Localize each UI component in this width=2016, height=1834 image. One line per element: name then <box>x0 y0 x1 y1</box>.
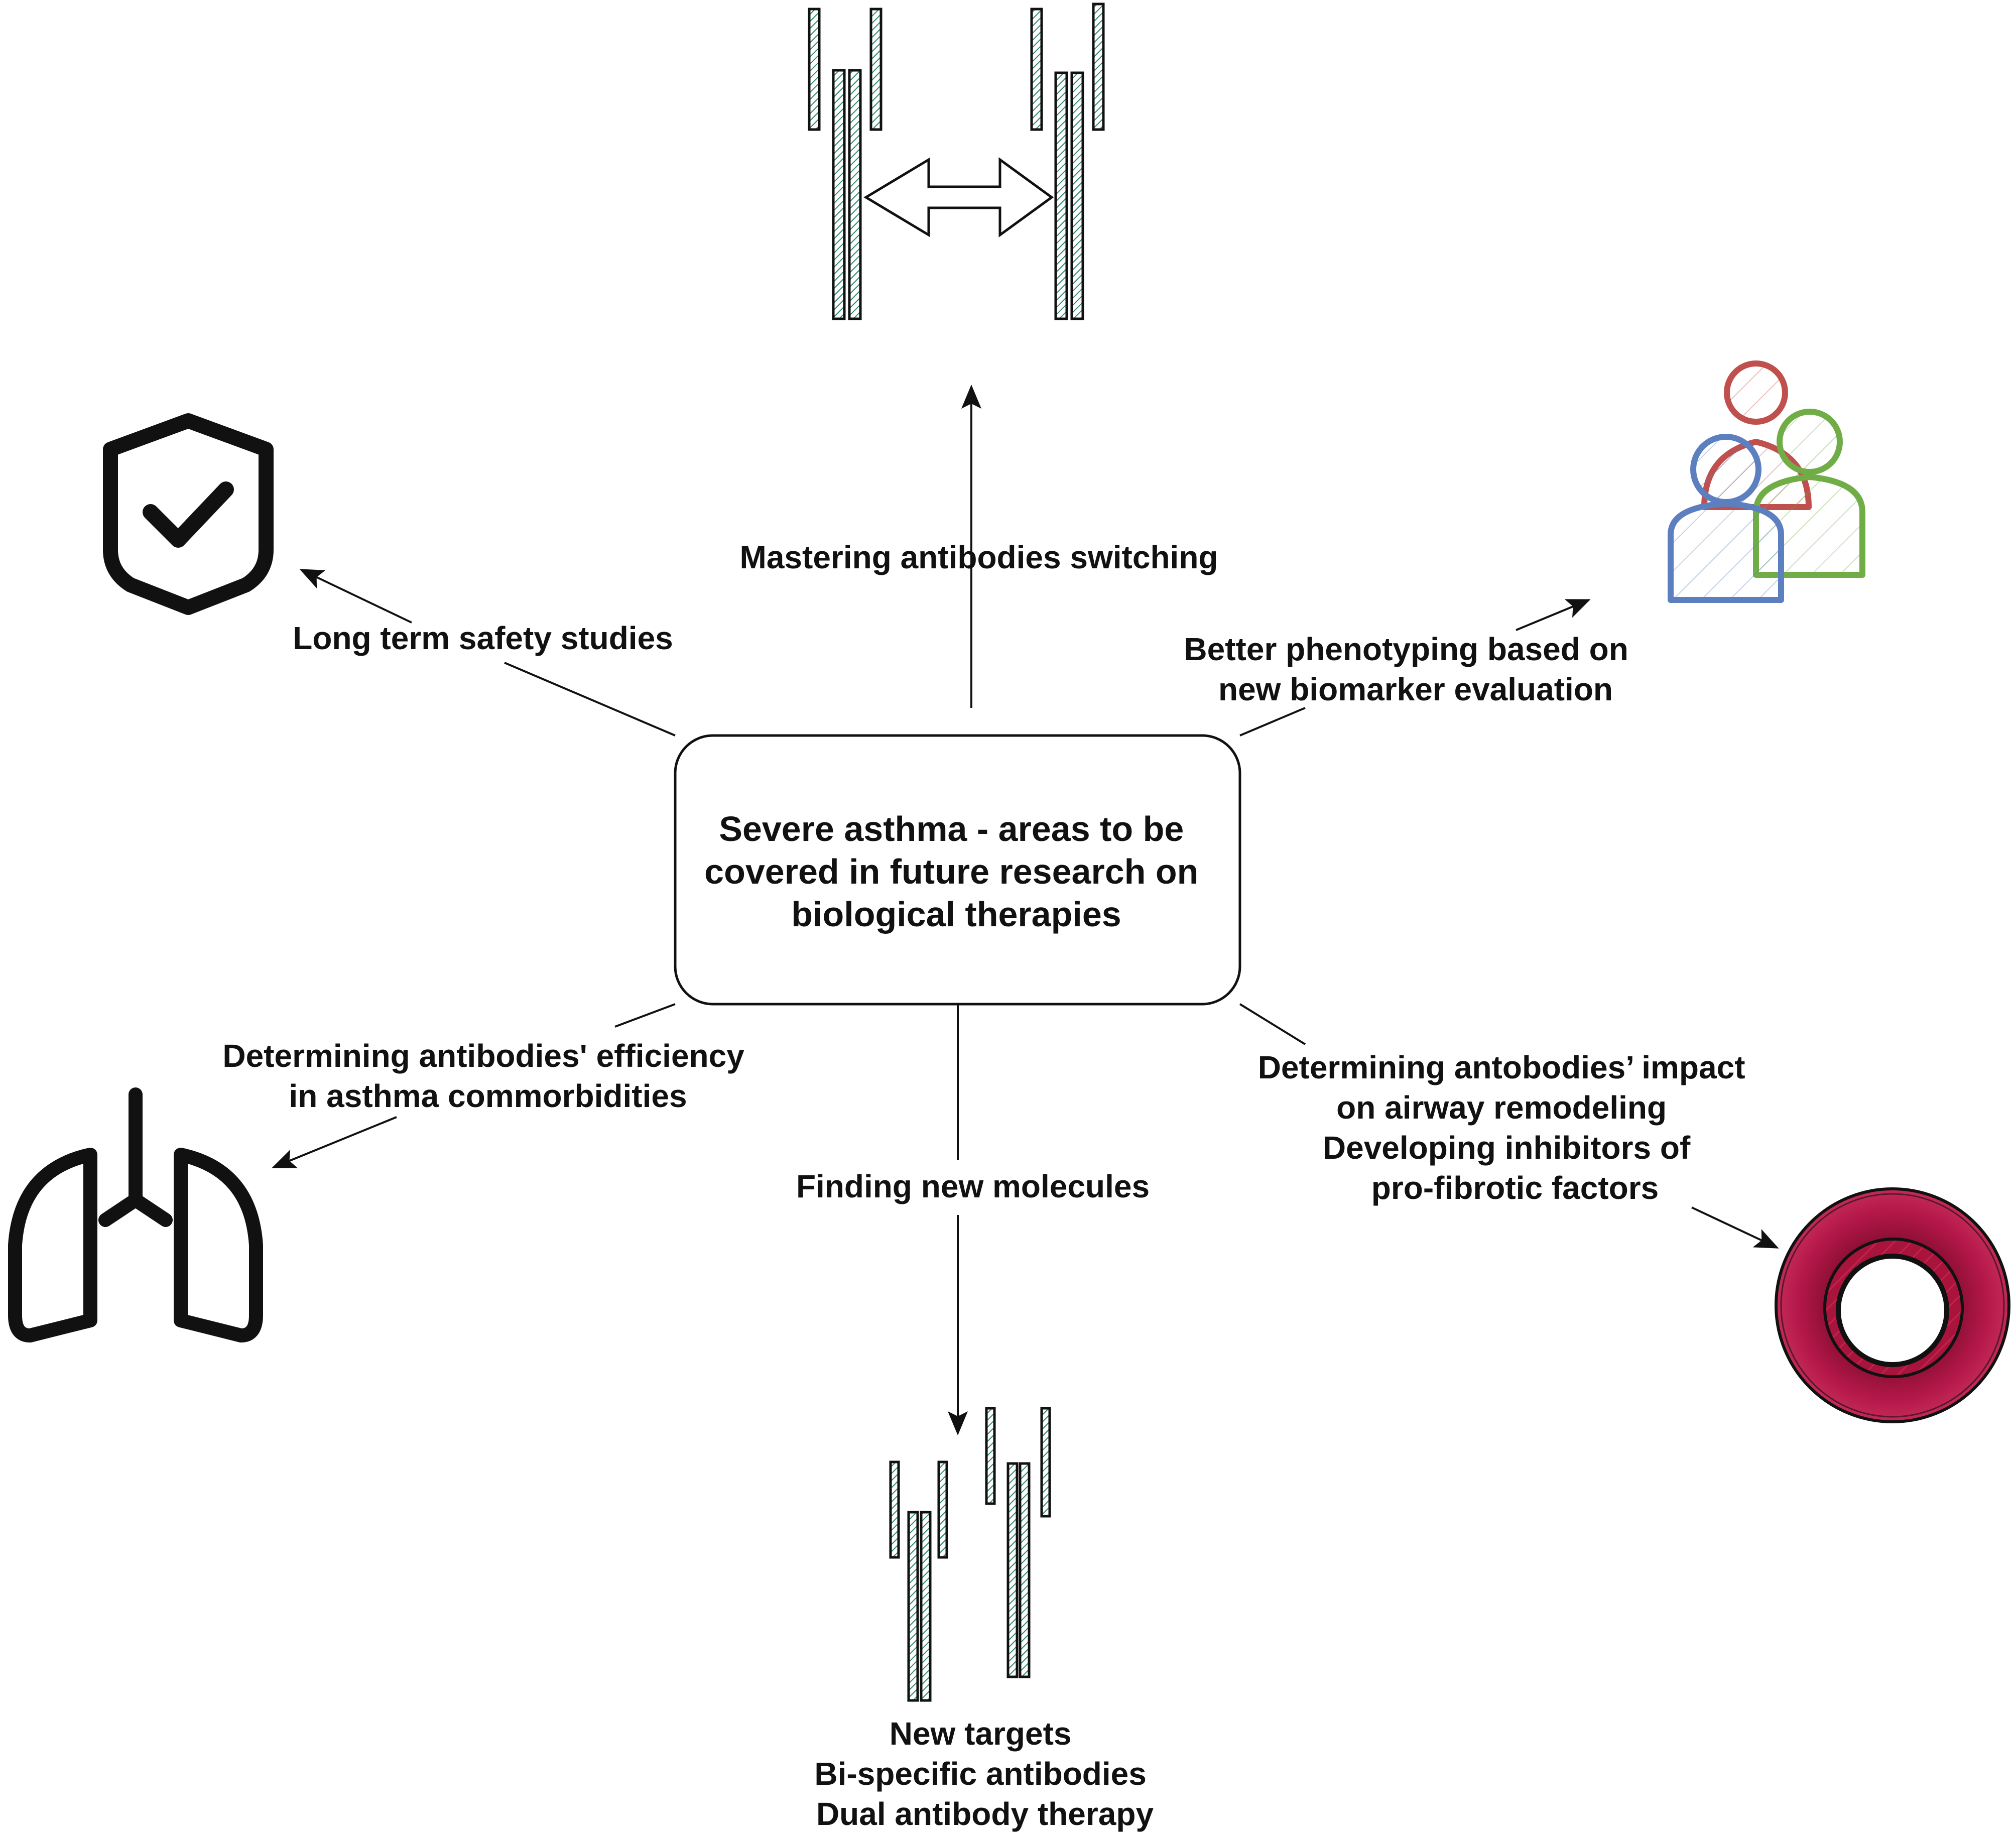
arrow-safety <box>299 569 412 624</box>
center-title: Severe asthma - areas to be covered in f… <box>704 809 1208 934</box>
label-phenotyping: Better phenotyping based on new biomarke… <box>1184 631 1637 707</box>
line-comorbidities-upper <box>614 1003 676 1028</box>
label-safety: Long term safety studies <box>293 620 673 656</box>
center-title-line-2: covered in future research on <box>704 852 1198 891</box>
connectors <box>272 385 1779 1435</box>
line-phenotyping-lower <box>1239 707 1306 737</box>
airway-ring-icon <box>1775 1187 2010 1423</box>
label-switching: Mastering antibodies switching <box>740 539 1218 575</box>
label-comorbidities: Determining antibodies' efficiency in as… <box>222 1038 753 1114</box>
label-remodeling: Determining antobodies’ impact on airway… <box>1258 1049 1754 1206</box>
lungs-icon <box>8 1087 263 1342</box>
arrow-remodeling <box>1691 1206 1779 1249</box>
line-remodeling-upper <box>1239 1003 1306 1045</box>
arrow-comorbidities <box>272 1116 397 1168</box>
antibody-pair-icon <box>889 1407 1051 1702</box>
label-targets: New targets Bi-specific antibodies Dual … <box>814 1716 1155 1832</box>
arrow-phenotyping <box>1516 599 1591 631</box>
center-title-line-3: biological therapies <box>791 895 1121 934</box>
shield-check-icon <box>103 413 274 615</box>
center-node: Severe asthma - areas to be covered in f… <box>674 734 1241 1006</box>
center-title-line-1: Severe asthma - areas to be <box>719 809 1184 848</box>
antibody-switch-icon <box>808 3 1105 320</box>
people-icon <box>1668 360 1865 603</box>
line-safety-lower <box>504 662 676 737</box>
label-molecules: Finding new molecules <box>796 1168 1150 1204</box>
